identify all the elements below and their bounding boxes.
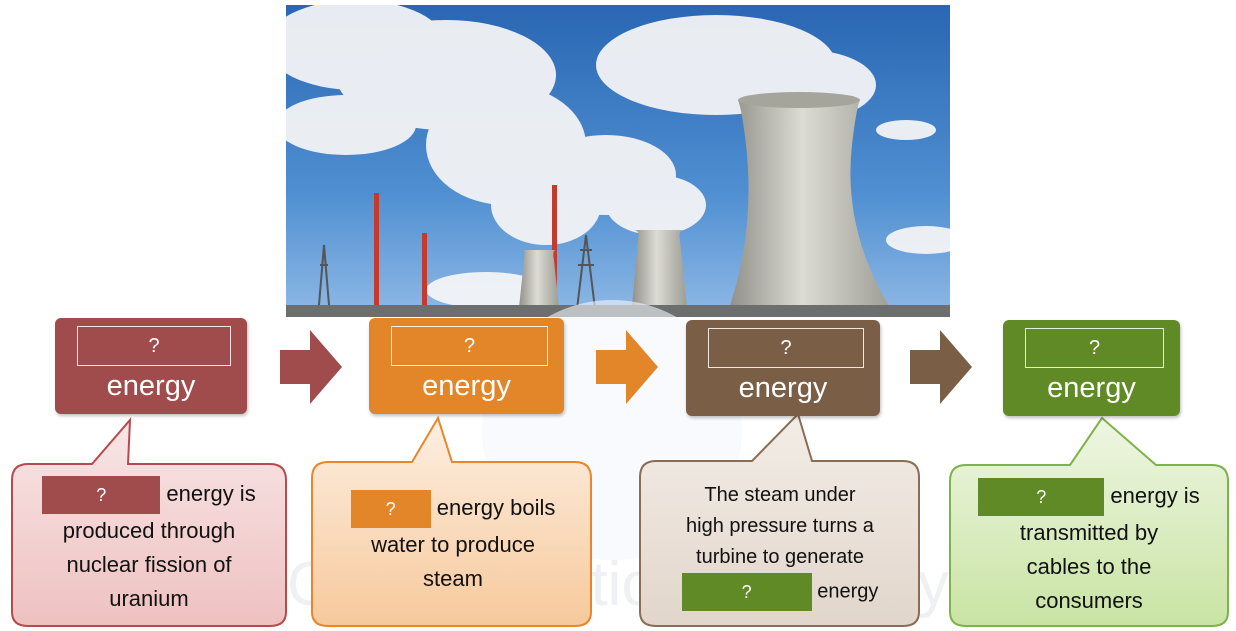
bubble-4-line3: cables to the [1026,554,1152,579]
bubble-3-line2: high pressure turns a [686,515,874,537]
bubble-1-text: ? energy is produced through nuclear fis… [14,476,284,616]
bubble-4-text: ? energy is transmitted by cables to the… [952,478,1226,618]
bubble-3-line4: energy [817,580,879,603]
bubble-2-shape [311,415,592,627]
stage-1-blank[interactable]: ? [77,326,231,366]
bubble-2-line2: water to produce [371,532,535,557]
bubble-2-blank[interactable]: ? [350,490,431,528]
stage-2-label: energy [422,370,511,402]
arrow-right-icon [910,330,972,404]
bubble-3-blank[interactable]: ? [681,573,812,611]
bubble-2-line3: steam [423,566,483,591]
stage-kinetic-energy: ? energy [686,320,880,416]
bubble-2-line1: energy boils [436,494,556,520]
bubble-3-line3: turbine to generate [696,546,864,568]
bubble-1-shape [11,417,287,627]
stage-2-blank[interactable]: ? [391,326,548,366]
arrow-right-icon [596,330,658,404]
bubble-4-line4: consumers [1035,588,1143,613]
bubble-3-text: The steam under high pressure turns a tu… [644,480,916,611]
bubble-2-text: ? energy boils water to produce steam [318,490,588,596]
bubble-1-line1: energy is [166,480,256,506]
bubble-1-line2: produced through [62,518,236,543]
bubble-1-blank[interactable]: ? [42,476,161,514]
arrow-right-icon [280,330,342,404]
bubble-4-shape [949,416,1229,627]
stage-3-blank[interactable]: ? [708,328,864,368]
stage-nuclear-energy: ? energy [55,318,247,414]
bubble-4-line2: transmitted by [1019,520,1159,545]
stage-heat-energy: ? energy [369,318,564,414]
bubble-1-line4: uranium [109,586,189,611]
power-plant-photo [286,5,950,317]
bubble-1-line3: nuclear fission of [66,552,232,577]
stage-3-label: energy [738,372,828,404]
bubble-4-blank[interactable]: ? [978,478,1105,516]
stage-4-blank[interactable]: ? [1025,328,1164,368]
stage-1-label: energy [106,370,196,402]
stage-4-label: energy [1047,372,1136,404]
bubble-3-line1: The steam under [704,484,856,506]
bubble-4-line1: energy is [1110,482,1200,508]
stage-electrical-energy: ? energy [1003,320,1180,416]
